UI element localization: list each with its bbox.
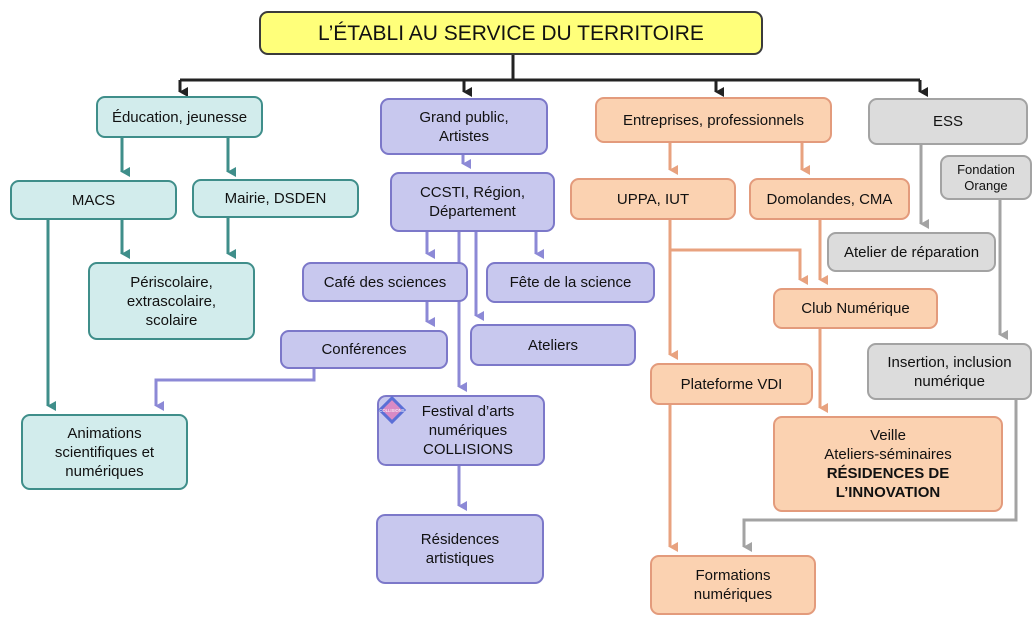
entreprises-connectors <box>668 143 828 552</box>
node-label-line: Grand public, <box>419 108 509 126</box>
node-label-line: Résidences <box>420 531 500 548</box>
node-label-line: ESS <box>932 113 963 130</box>
node-label-line: Orange <box>964 177 1008 193</box>
node-label-line: Insertion, inclusion <box>887 353 1012 371</box>
svg-text:COLLISIONS: COLLISIONS <box>379 408 404 413</box>
node-label: Grand public,Artistes <box>419 108 508 146</box>
node-label: Entreprises, professionnels <box>623 111 804 130</box>
node-label-line: Artistes <box>438 127 489 145</box>
node-grand-public: Grand public,Artistes <box>380 98 548 155</box>
node-label: Éducation, jeunesse <box>112 108 247 127</box>
node-conferences: Conférences <box>280 330 448 369</box>
node-label: MACS <box>72 191 115 210</box>
node-domolandes: Domolandes, CMA <box>749 178 910 220</box>
node-label: Formations numériques <box>694 566 772 604</box>
node-label-line: Fête de la science <box>509 274 632 291</box>
node-ateliers: Ateliers <box>470 324 636 366</box>
node-label: UPPA, IUT <box>617 190 689 209</box>
node-label-line: COLLISIONS <box>422 441 514 458</box>
node-label-line: scientifiques et <box>54 443 155 461</box>
node-label-line: scolaire <box>145 311 198 329</box>
node-label-line: Ateliers-séminaires <box>824 446 952 463</box>
node-label: Fête de la science <box>510 273 632 292</box>
node-label: Résidences artistiques <box>421 530 499 568</box>
grand-public-connectors <box>154 155 544 511</box>
node-label: Périscolaire,extrascolaire,scolaire <box>127 273 216 330</box>
node-label-line: Ateliers <box>527 336 579 354</box>
node-ccsti: CCSTI, Région, Département <box>390 172 555 232</box>
node-education: Éducation, jeunesse <box>96 96 263 138</box>
node-mairie: Mairie, DSDEN <box>192 179 359 218</box>
node-label-line: numérique <box>914 372 985 390</box>
node-label-line: Fondation <box>957 161 1015 177</box>
collisions-logo: COLLISIONS <box>377 395 407 425</box>
node-label-line: RÉSIDENCES DE <box>826 465 950 482</box>
node-label: Ateliers <box>528 336 578 355</box>
node-label: Club Numérique <box>801 299 909 318</box>
node-label-line: Plateforme VDI <box>680 375 783 393</box>
node-label-line: Club Numérique <box>801 300 910 317</box>
node-label: ESS <box>933 112 963 131</box>
node-label-line: Festival d’arts <box>421 403 515 420</box>
node-label-line: Éducation, jeunesse <box>111 108 248 126</box>
node-label-line: L’INNOVATION <box>835 484 941 501</box>
node-club-numerique: Club Numérique <box>773 288 938 329</box>
node-label-line: Conférences <box>321 341 407 358</box>
node-label-line: Animations <box>67 424 142 442</box>
node-label-line: UPPA, IUT <box>616 190 690 208</box>
node-label-line: numériques <box>65 462 144 480</box>
diagram-title-text: L’ÉTABLI AU SERVICE DU TERRITOIRE <box>318 21 704 45</box>
node-label-line: Entreprises, professionnels <box>623 111 804 129</box>
node-label: Domolandes, CMA <box>767 190 893 209</box>
node-ess: ESS <box>868 98 1028 145</box>
node-macs: MACS <box>10 180 177 220</box>
node-periscolaire: Périscolaire,extrascolaire,scolaire <box>88 262 255 340</box>
ess-connectors <box>742 145 1018 552</box>
node-label-line: CCSTI, Région, <box>419 184 526 201</box>
node-uppa: UPPA, IUT <box>570 178 736 220</box>
node-cafe-sciences: Café des sciences <box>302 262 468 302</box>
node-label: Plateforme VDI <box>681 375 783 394</box>
node-residences-artistiques: Résidences artistiques <box>376 514 544 584</box>
node-fete-science: Fête de la science <box>486 262 655 303</box>
diagram-title: L’ÉTABLI AU SERVICE DU TERRITOIRE <box>259 11 763 55</box>
node-label-line: MACS <box>71 191 116 209</box>
node-label-line: extrascolaire, <box>126 292 217 310</box>
node-label: CCSTI, Région, Département <box>420 183 525 221</box>
node-label: Café des sciences <box>324 273 447 292</box>
node-entreprises: Entreprises, professionnels <box>595 97 832 143</box>
node-label: Conférences <box>321 340 406 359</box>
node-label-line: Café des sciences <box>323 273 447 291</box>
node-formations: Formations numériques <box>650 555 816 615</box>
node-label-line: numériques <box>428 422 508 439</box>
node-label-line: Mairie, DSDEN <box>224 190 327 207</box>
title-connectors <box>178 55 928 97</box>
node-label: Atelier de réparation <box>844 243 979 262</box>
education-connectors <box>46 138 236 411</box>
node-label-line: numériques <box>693 586 773 603</box>
node-label-line: Formations <box>695 567 771 584</box>
node-label: Mairie, DSDEN <box>225 189 327 208</box>
node-label-line: Département <box>429 203 516 220</box>
node-label-line: Veille <box>870 427 906 444</box>
node-plateforme-vdi: Plateforme VDI <box>650 363 813 405</box>
node-label-line: artistiques <box>425 550 495 567</box>
node-label-line: Domolandes, CMA <box>766 190 893 208</box>
node-label-line: Périscolaire, <box>130 273 213 291</box>
node-atelier-reparation: Atelier de réparation <box>827 232 996 272</box>
node-label-line: Atelier de réparation <box>843 243 980 261</box>
